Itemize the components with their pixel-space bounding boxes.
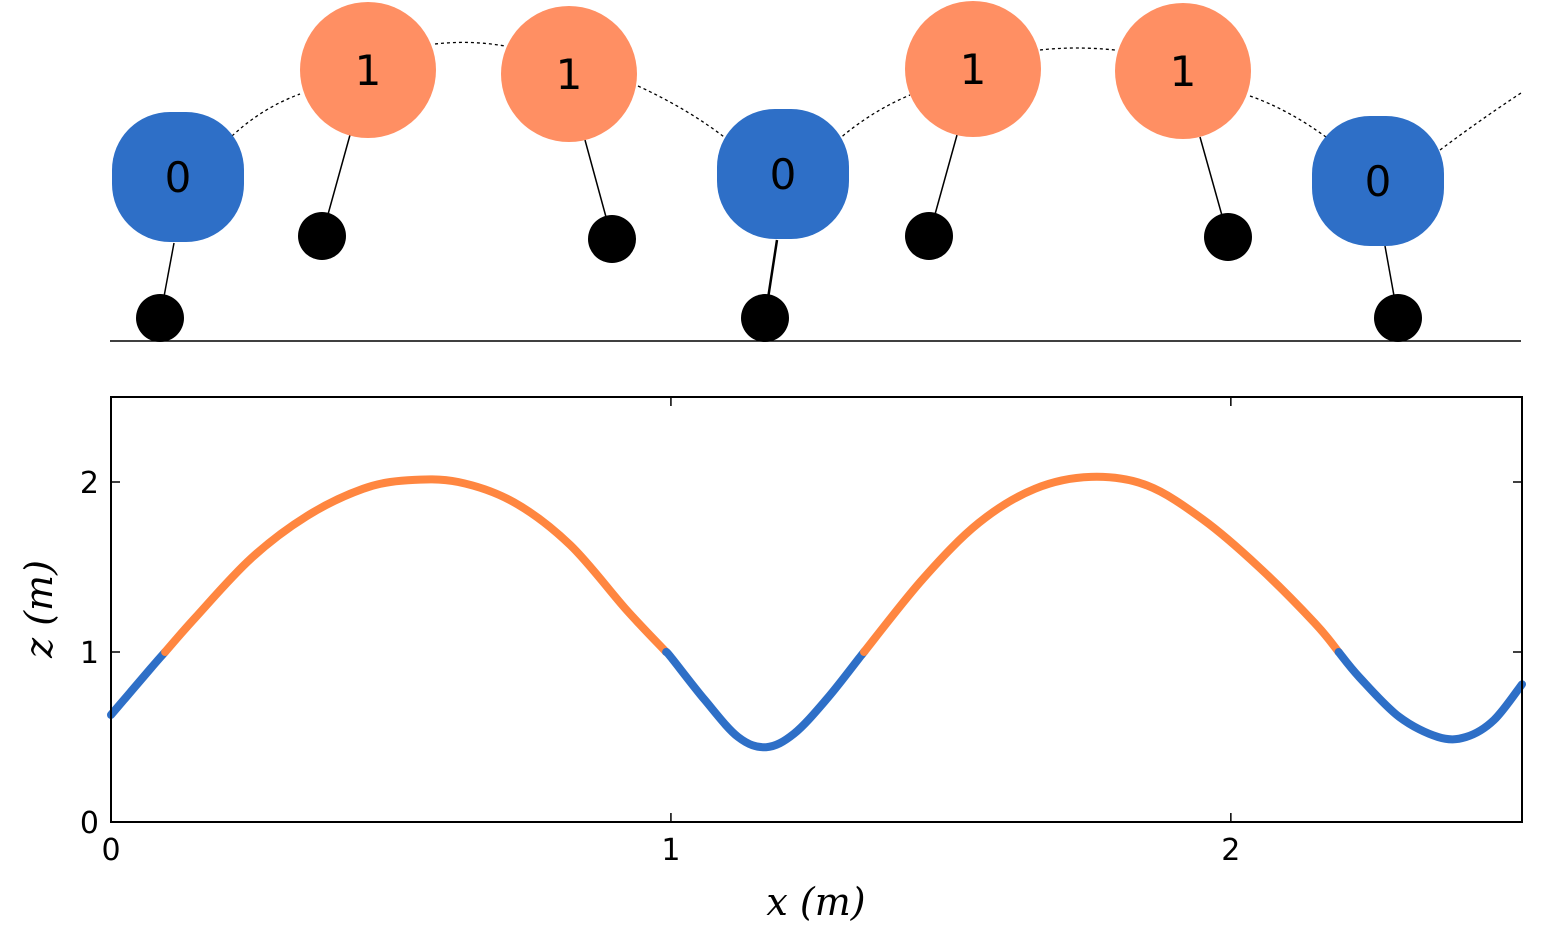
foot-dot (298, 212, 346, 260)
curve-segment-state-0 (107, 648, 170, 719)
curve-segment-state-0 (1334, 648, 1526, 744)
x-tick-label: 2 (1221, 833, 1240, 868)
foot-dot (1374, 294, 1422, 342)
leg-node-5: 1 (905, 1, 1041, 260)
foot-dot (905, 212, 953, 260)
leg-node-3: 1 (501, 6, 637, 263)
leg-node-7: 0 (1312, 116, 1444, 342)
foot-dot (588, 215, 636, 263)
curve-layer (107, 472, 1526, 752)
chart: 0 1 2 0 1 2 x (m) z (m) (17, 396, 1526, 924)
state-0-node (1312, 116, 1444, 246)
top-panel: 0 1 1 0 1 1 0 (110, 1, 1522, 342)
leg-node-1: 0 (112, 112, 244, 342)
plot-frame (110, 396, 1523, 823)
ticks-layer: 0 1 2 0 1 2 (80, 397, 1522, 868)
leg-node-4: 0 (717, 109, 849, 342)
state-1-node (905, 1, 1041, 137)
state-1-node (501, 6, 637, 142)
curve-segment-state-1 (161, 475, 671, 656)
node-label: 0 (1365, 157, 1392, 206)
node-label: 1 (556, 50, 583, 99)
node-label: 1 (355, 46, 382, 95)
curve-segment-state-0 (662, 647, 869, 752)
x-tick-label: 0 (101, 833, 120, 868)
y-tick-label: 2 (80, 466, 99, 501)
node-label: 1 (960, 45, 987, 94)
leg-node-6: 1 (1115, 3, 1252, 261)
y-tick-label: 1 (80, 636, 99, 671)
y-axis-label: z (m) (17, 560, 61, 659)
state-0-node (717, 109, 849, 239)
node-label: 1 (1170, 47, 1197, 96)
x-tick-label: 1 (661, 833, 680, 868)
foot-dot (136, 294, 184, 342)
foot-dot (741, 294, 789, 342)
leg-node-2: 1 (298, 2, 436, 260)
curve-segment-state-1 (860, 472, 1343, 656)
state-0-node (112, 112, 244, 242)
nodes-layer: 0 1 1 0 1 1 0 (112, 1, 1444, 342)
node-label: 0 (770, 150, 797, 199)
state-1-node (1115, 3, 1251, 139)
y-tick-label: 0 (80, 806, 99, 841)
node-label: 0 (165, 153, 192, 202)
state-1-node (300, 2, 436, 138)
x-axis-label: x (m) (766, 880, 865, 924)
foot-dot (1204, 213, 1252, 261)
bounce-path (231, 41, 1522, 151)
